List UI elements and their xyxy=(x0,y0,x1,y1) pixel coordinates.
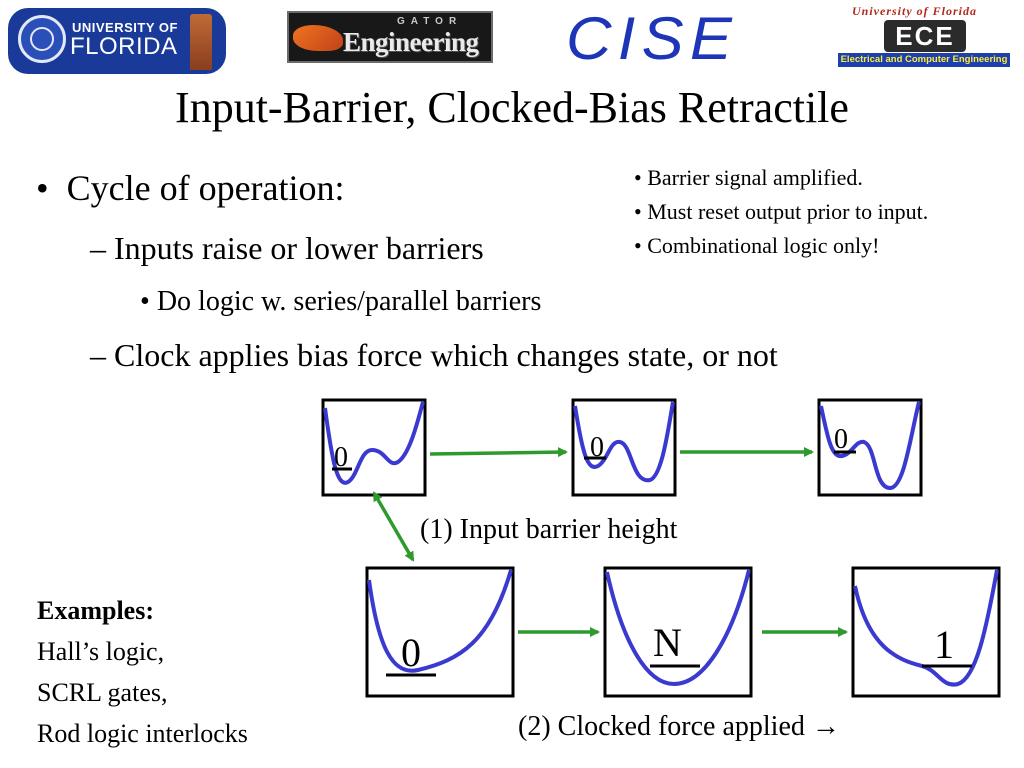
century-tower-icon xyxy=(190,14,212,70)
bullet-dash: – xyxy=(90,337,114,373)
side-notes: • Barrier signal amplified. • Must reset… xyxy=(634,161,928,263)
well-frame xyxy=(603,566,753,698)
potential-curve xyxy=(323,401,425,485)
note-item: • Barrier signal amplified. xyxy=(634,165,863,190)
retractile-cycle-diagram: 0 0 0 0 N 1 xyxy=(321,398,1001,698)
gator-icon xyxy=(293,25,343,51)
well-label: 0 xyxy=(834,424,848,455)
ece-logo-subtitle: Electrical and Computer Engineering xyxy=(838,53,1010,67)
well-frame xyxy=(851,566,1001,698)
bullet-text: Inputs raise or lower barriers xyxy=(114,230,484,266)
caption-clocked-force: (2) Clocked force applied → xyxy=(518,711,840,742)
well-label: 0 xyxy=(590,432,604,463)
well-label: 0 xyxy=(401,630,421,675)
bullet-dot: • xyxy=(36,168,67,208)
example-item: Rod logic interlocks xyxy=(37,719,248,748)
transition-arrow xyxy=(429,447,568,458)
top-well-1: 0 xyxy=(321,398,427,497)
examples-heading: Examples: xyxy=(37,596,154,625)
examples-block: Examples: Hall’s logic, SCRL gates, Rod … xyxy=(37,590,248,754)
uf-seal-icon xyxy=(18,15,66,63)
cise-logo: CISE xyxy=(566,5,739,72)
bullet-text: Cycle of operation: xyxy=(66,168,345,208)
gator-logo-small-text: GATOR xyxy=(397,16,463,27)
ece-logo-mark: ECE xyxy=(884,20,966,52)
slide-title: Input-Barrier, Clocked-Bias Retractile xyxy=(175,83,849,132)
potential-curve xyxy=(819,401,921,491)
example-item: Hall’s logic, xyxy=(37,637,165,666)
potential-curve xyxy=(573,401,675,483)
bullet-text: Do logic w. series/parallel barriers xyxy=(156,286,542,317)
well-label: 1 xyxy=(934,622,954,667)
bottom-well-3: 1 xyxy=(851,566,1001,698)
well-label: N xyxy=(653,620,682,665)
bottom-well-2: N xyxy=(603,566,753,698)
top-well-2: 0 xyxy=(571,398,677,497)
well-label: 0 xyxy=(334,442,348,473)
university-of-florida-logo: UNIVERSITY OF FLORIDA xyxy=(8,8,226,74)
bullet-text: Clock applies bias force which changes s… xyxy=(114,337,778,373)
note-item: • Must reset output prior to input. xyxy=(634,199,929,224)
ece-logo-university: University of Florida xyxy=(852,4,977,18)
bullet-dot: • xyxy=(140,286,157,317)
well-frame xyxy=(571,398,677,497)
bullet-level2-clock: – Clock applies bias force which changes… xyxy=(90,333,778,377)
bottom-well-1: 0 xyxy=(365,566,515,698)
caption-input-barrier: (1) Input barrier height xyxy=(420,514,678,545)
top-well-3: 0 xyxy=(817,398,923,497)
uf-logo-line1: UNIVERSITY OF xyxy=(72,20,178,35)
potential-curve xyxy=(367,569,513,673)
bullet-level3: • Do logic w. series/parallel barriers xyxy=(140,282,541,322)
bullet-level1: • Cycle of operation: xyxy=(36,164,345,212)
bullet-level2-inputs: – Inputs raise or lower barriers xyxy=(90,226,484,270)
note-item: • Combinational logic only! xyxy=(634,233,880,258)
barrier-link-arrow xyxy=(372,491,415,562)
example-item: SCRL gates, xyxy=(37,678,168,707)
gator-logo-big-text: Engineering xyxy=(343,27,479,57)
well-frame xyxy=(817,398,923,497)
ece-logo: University of Florida ECE Electrical and… xyxy=(836,2,1012,72)
potential-curve xyxy=(605,569,751,687)
well-frame xyxy=(365,566,515,698)
gator-engineering-logo: GATOR Engineering xyxy=(287,11,493,63)
bullet-dash: – xyxy=(90,230,114,266)
potential-curve xyxy=(853,569,999,687)
uf-logo-line2: FLORIDA xyxy=(70,33,178,60)
